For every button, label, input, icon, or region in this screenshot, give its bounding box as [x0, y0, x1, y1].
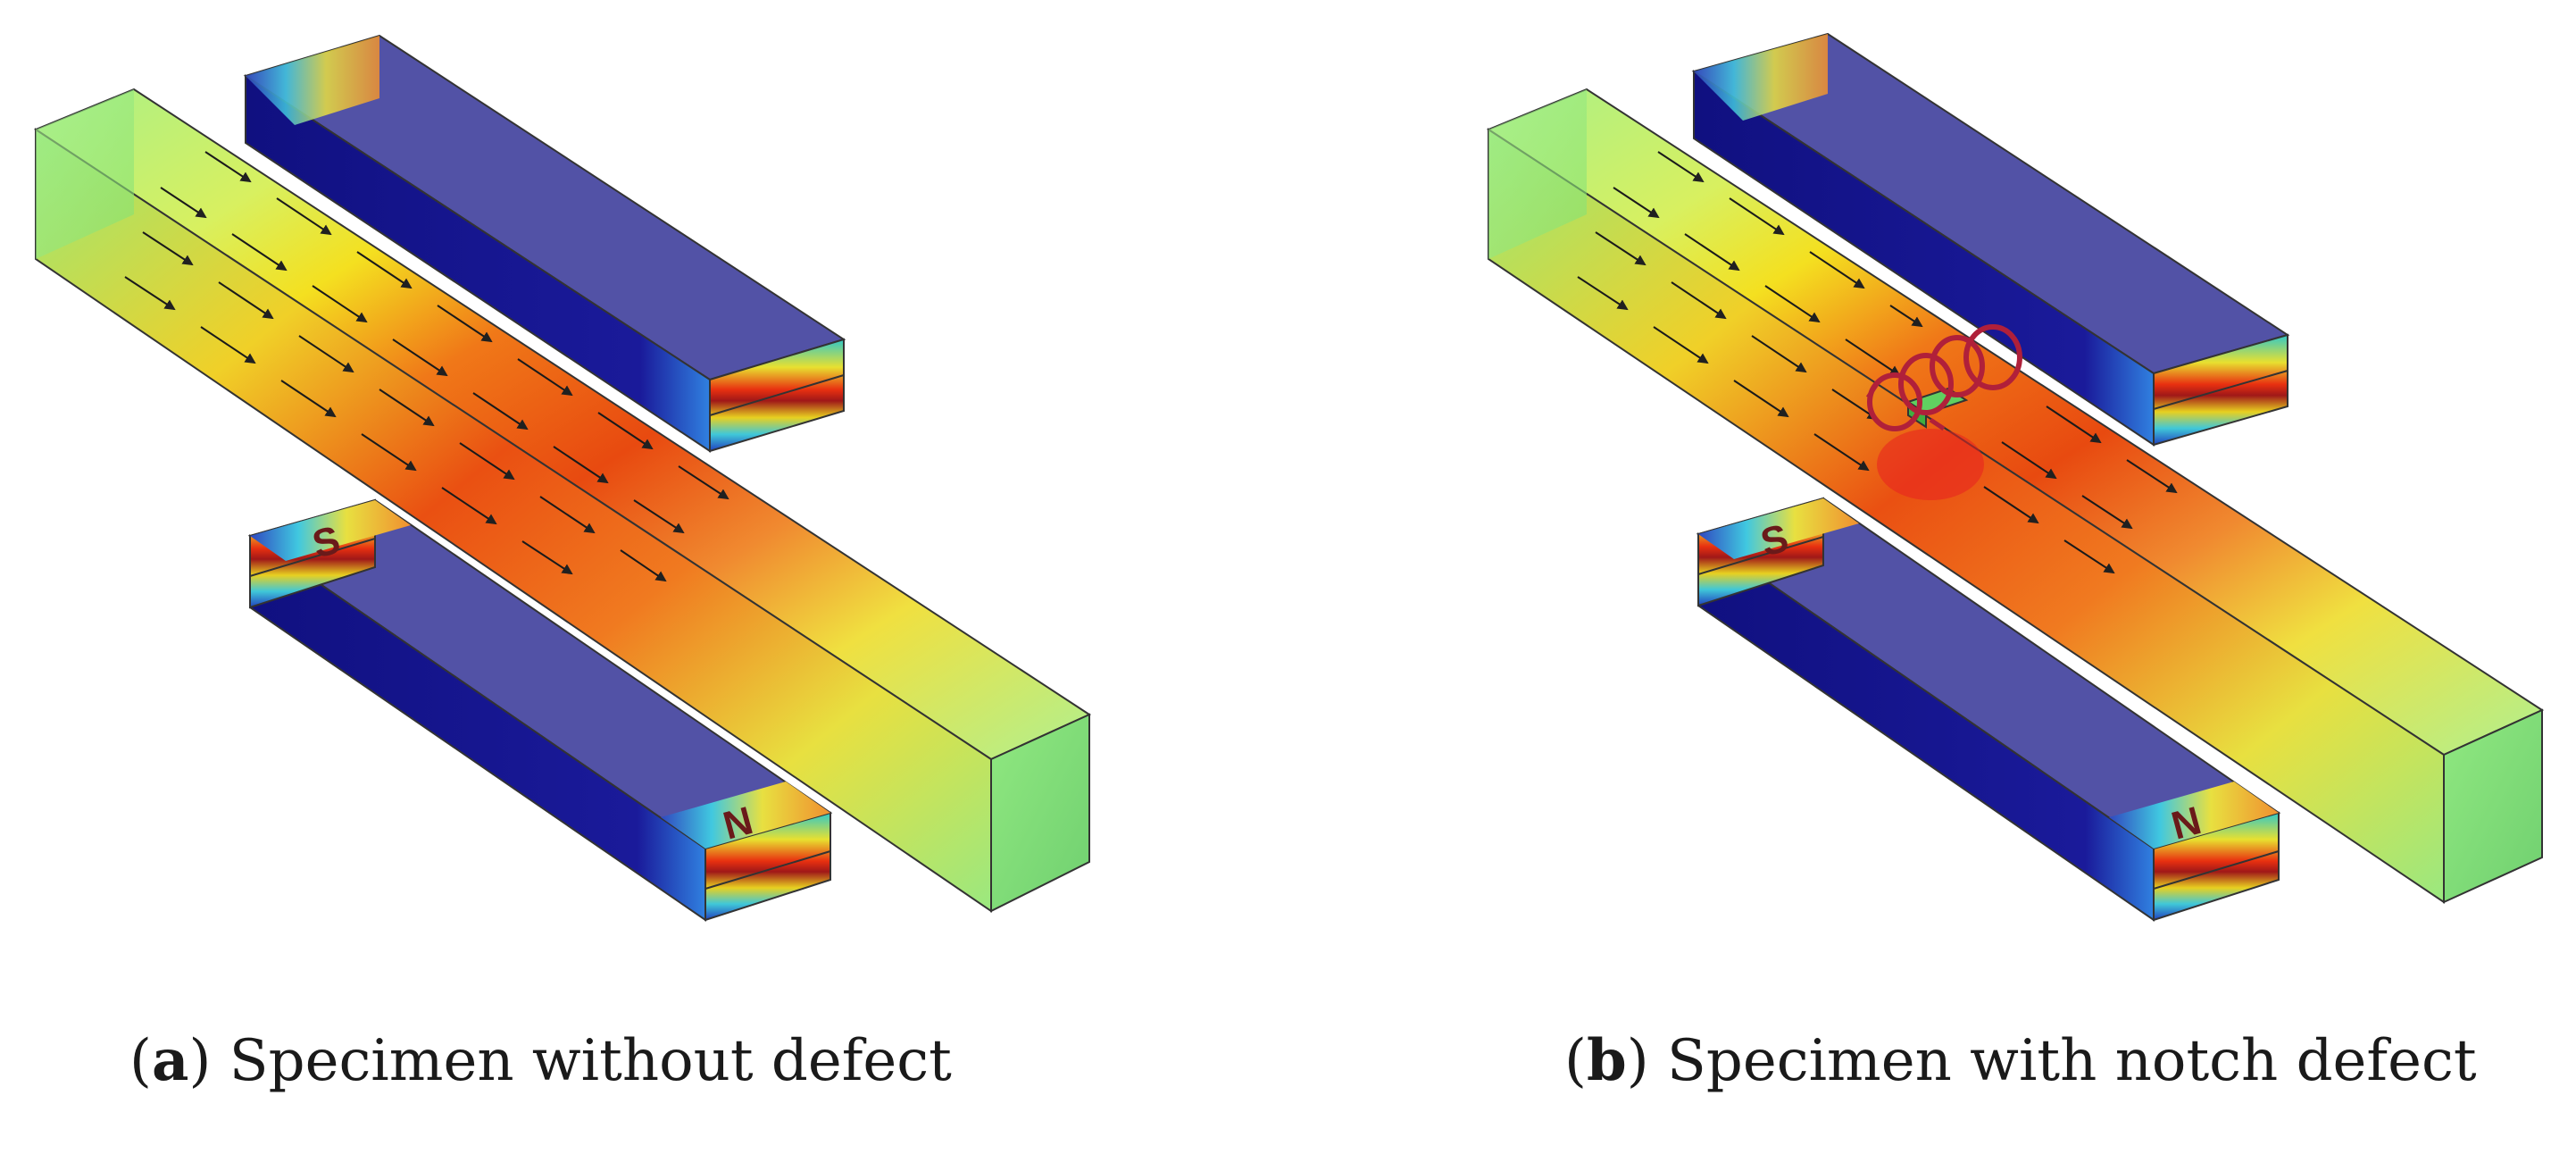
caption-a: (a) Specimen without defect — [129, 1027, 952, 1094]
simulation-figure-b: S N — [1486, 32, 2545, 922]
field-arrows — [1577, 151, 2178, 574]
panel-a: S N (a) Specimen without defect — [33, 34, 1092, 1094]
lower-magnet: S N — [247, 498, 833, 922]
caption-a-letter: a — [151, 1027, 189, 1094]
lower-magnet: S N — [1696, 497, 2281, 922]
caption-a-text: Specimen without defect — [229, 1028, 952, 1094]
upper-magnet — [1691, 32, 2290, 447]
upper-magnet — [243, 34, 846, 453]
caption-b: (b) Specimen with notch defect — [1564, 1027, 2477, 1094]
caption-b-letter: b — [1586, 1027, 1627, 1094]
specimen-bar — [33, 88, 1092, 913]
specimen-bar — [1486, 88, 2545, 904]
simulation-figure-a: S N — [33, 34, 1092, 922]
caption-b-text: Specimen with notch defect — [1667, 1028, 2477, 1094]
field-arrows — [124, 151, 729, 582]
leakage-field-loops — [1865, 324, 2022, 431]
panel-b: S N (b) Specimen with notch defect — [1288, 0, 2575, 1154]
